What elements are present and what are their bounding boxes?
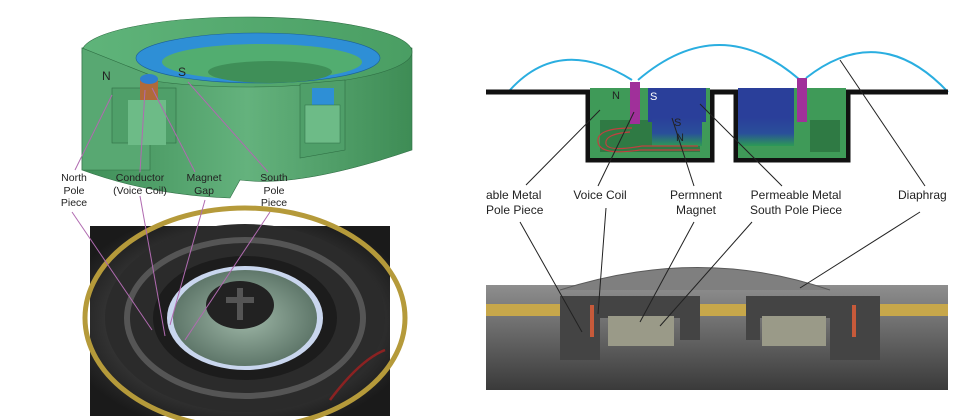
magnet-assembly-cutaway bbox=[81, 16, 413, 199]
label-south-pole-piece-right: Permeable Metal South Pole Piece bbox=[749, 188, 843, 217]
label-magnet-gap: Magnet Gap bbox=[186, 172, 222, 197]
speaker-photo-cross-section bbox=[486, 267, 948, 390]
s-letter-top: S bbox=[650, 91, 658, 103]
label-voice-coil: Voice Coil bbox=[573, 188, 627, 202]
n-letter-top: N bbox=[612, 90, 620, 102]
label-conductor-voice-coil: Conductor (Voice Coil) bbox=[113, 172, 167, 197]
label-metal-pole-piece: able Metal Pole Piece bbox=[486, 188, 544, 217]
speaker-cross-section bbox=[486, 44, 949, 163]
label-south-pole-piece: South Pole Piece bbox=[260, 172, 288, 209]
label-diaphragm: Diaphrag bbox=[898, 188, 947, 202]
label-north-pole-piece: North Pole Piece bbox=[60, 172, 88, 209]
speaker-photo-top-view bbox=[82, 205, 408, 420]
n-letter-lower: N bbox=[676, 132, 684, 144]
north-letter: N bbox=[102, 69, 111, 83]
right-pointer-lines bbox=[519, 59, 926, 333]
left-pointer-lines bbox=[71, 81, 271, 341]
label-permanent-magnet: Permnent Magnet bbox=[669, 188, 723, 217]
s-letter-lower: S bbox=[674, 117, 682, 129]
south-letter: S bbox=[178, 65, 187, 79]
